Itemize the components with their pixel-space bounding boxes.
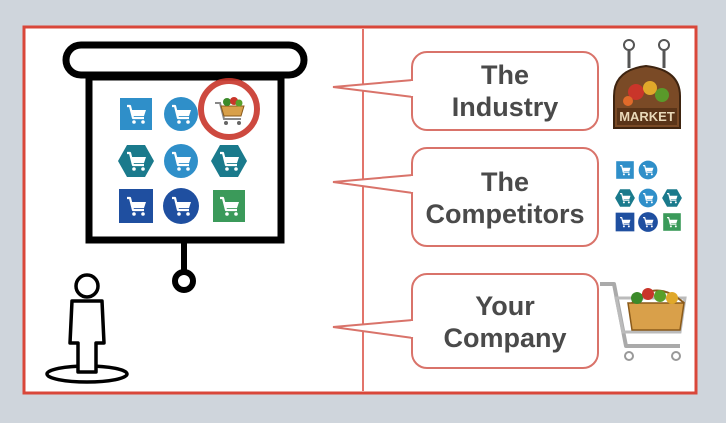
callout-company [332,273,599,369]
shopping-cart-icon [118,145,154,177]
shopping-cart-icon [615,212,635,232]
grocery-cart-highlight-icon [198,78,260,140]
shopping-cart-icon [615,189,635,207]
shopping-cart-icon [662,189,682,207]
person-icon [45,273,129,384]
grocery-basket-cart-icon [600,282,687,361]
callout-competitors-text: The Competitors [412,166,598,230]
callout-company-text: Your Company [412,290,598,354]
shopping-cart-icon [164,97,198,131]
shopping-cart-icon [119,189,153,223]
market-sign-label: MARKET [619,109,675,124]
shopping-cart-icon [663,213,681,231]
shopping-cart-icon [163,188,199,224]
shopping-cart-icon [213,190,245,222]
callout-industry-line1: The [480,60,529,90]
shopping-cart-icon [211,145,247,177]
shopping-cart-icon [638,160,658,180]
callout-competitors [332,147,599,247]
competitor-icons [615,160,682,232]
callout-company-line2: Company [443,323,567,353]
shopping-cart-icon [638,188,658,208]
callout-industry [332,51,599,131]
callout-competitors-line2: Competitors [425,199,585,229]
market-sign-icon: MARKET [613,39,681,129]
callout-company-line1: Your [475,291,535,321]
shopping-cart-icon [120,98,152,130]
shopping-cart-icon [616,161,634,179]
shopping-cart-icon [164,144,198,178]
callout-competitors-line1: The [480,167,529,197]
callout-industry-text: The Industry [412,59,598,123]
highlight-circle [198,78,260,140]
shopping-cart-icon-grid [118,97,247,224]
shopping-cart-icon [638,212,658,232]
callout-industry-line2: Industry [451,92,559,122]
